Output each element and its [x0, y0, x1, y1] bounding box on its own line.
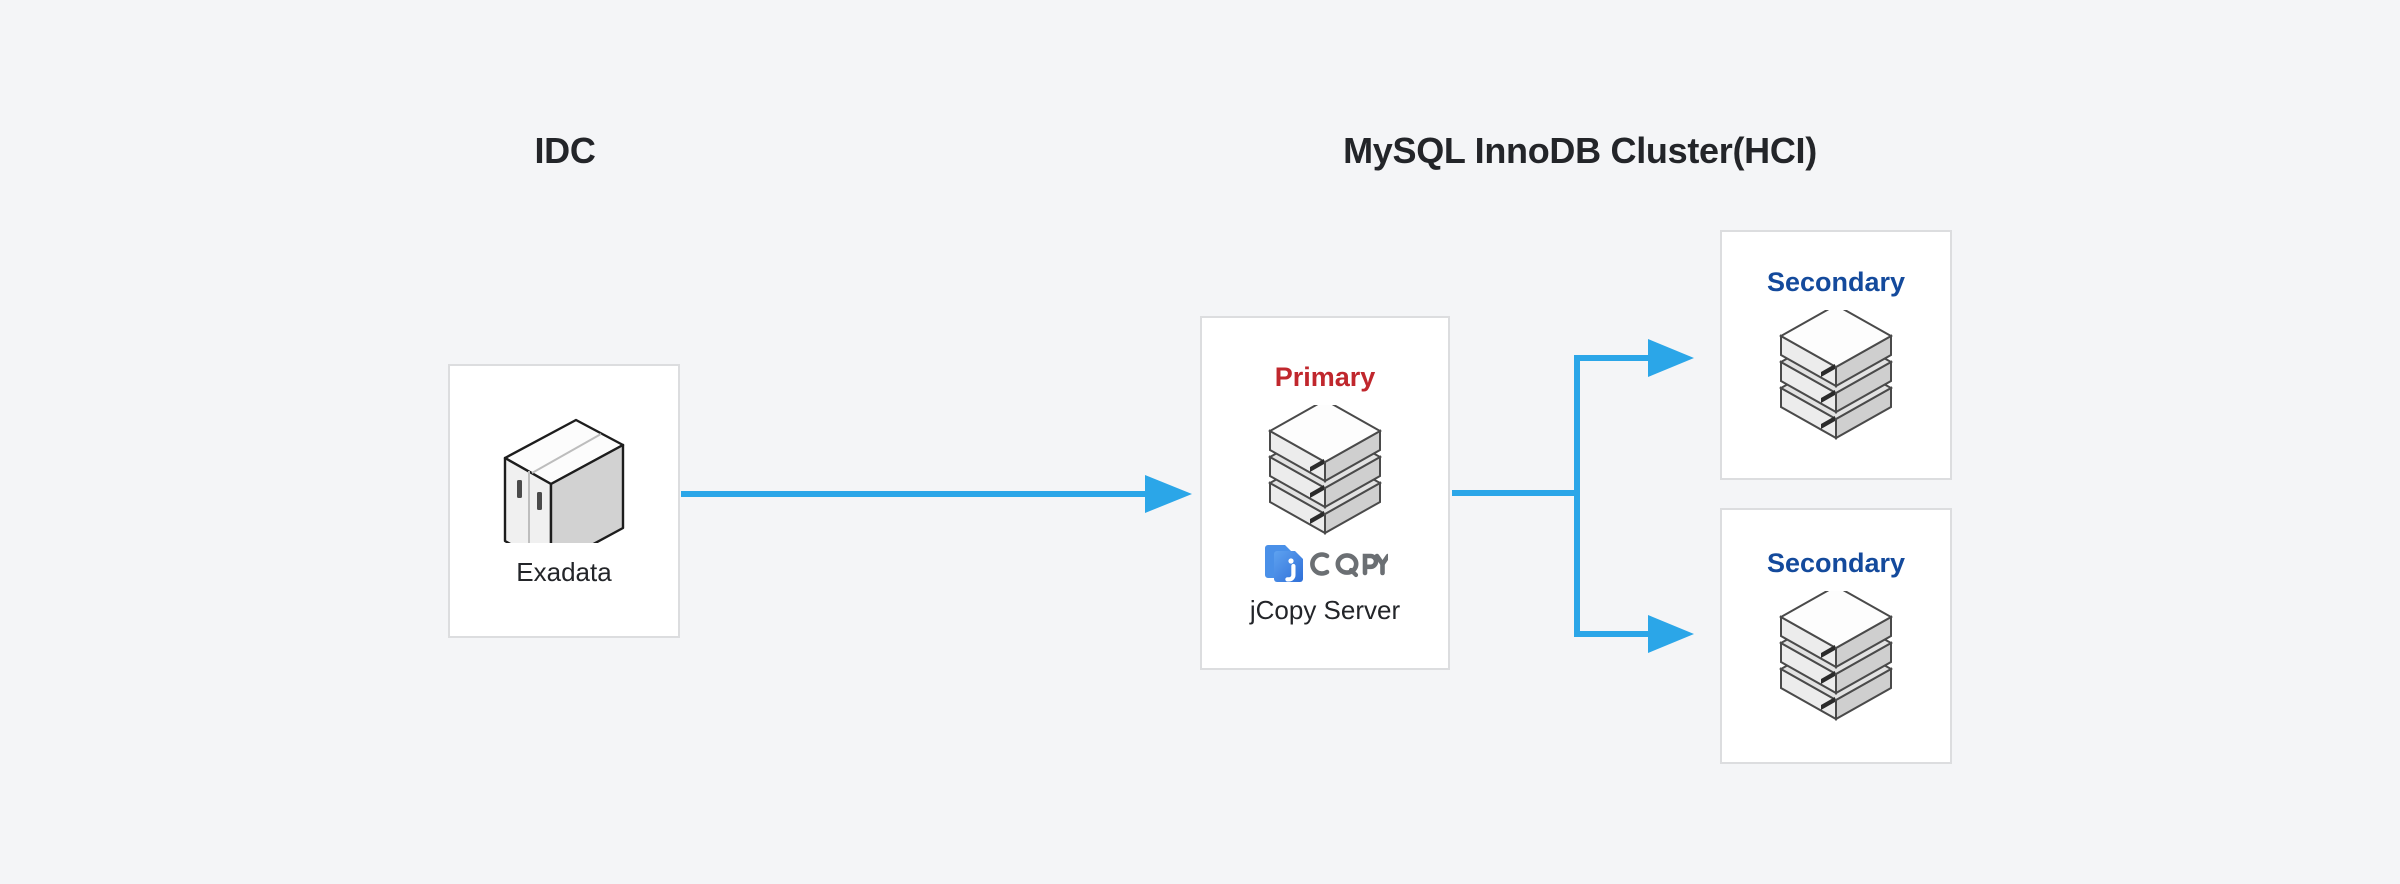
arrowhead-icon — [1648, 615, 1694, 653]
node-card-secondary-2[interactable]: Secondary — [1720, 508, 1952, 764]
server-stack-icon — [1777, 584, 1895, 723]
server-stack-icon — [1777, 303, 1895, 442]
server-stack-icon — [1266, 398, 1384, 537]
node-card-primary[interactable]: Primary — [1200, 316, 1450, 670]
connector-primary-trunk — [1452, 358, 1580, 634]
exadata-cabinet-icon — [501, 418, 627, 568]
jcopy-logo — [1263, 539, 1390, 585]
role-label-secondary-2: Secondary — [1766, 547, 1906, 578]
connector-exadata-to-primary — [681, 475, 1192, 513]
role-label-primary: Primary — [1274, 361, 1376, 392]
connector-primary-to-secondary-1 — [1574, 339, 1694, 377]
node-card-secondary-1[interactable]: Secondary — [1720, 230, 1952, 480]
node-label-exadata: Exadata — [516, 556, 612, 587]
arrowhead-icon — [1145, 475, 1192, 513]
role-label-secondary-1: Secondary — [1766, 266, 1906, 297]
connector-primary-to-secondary-2 — [1574, 615, 1694, 653]
section-title-cluster: MySQL InnoDB Cluster(HCI) — [1343, 130, 1817, 171]
node-card-exadata[interactable]: Exadata — [448, 364, 680, 638]
section-title-idc: IDC — [534, 130, 596, 171]
node-label-jcopy-server: jCopy Server — [1249, 594, 1401, 625]
arrowhead-icon — [1648, 339, 1694, 377]
